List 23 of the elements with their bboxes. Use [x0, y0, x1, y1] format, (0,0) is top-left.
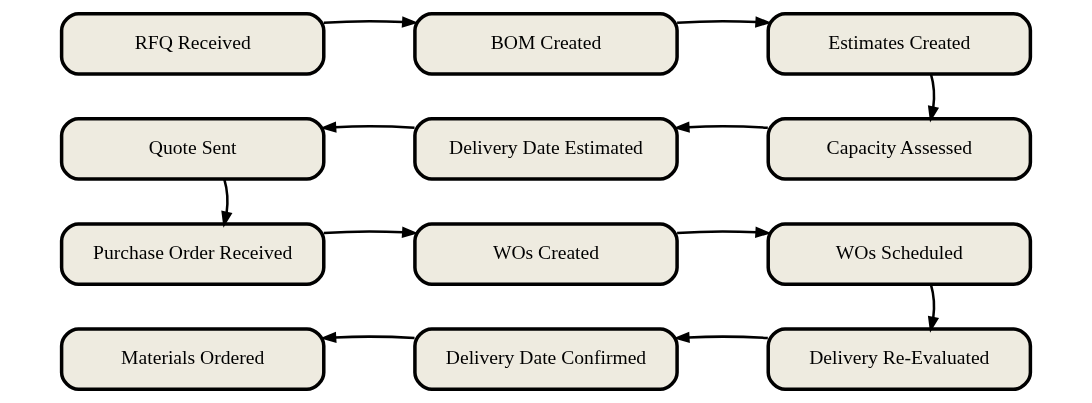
arrow: [677, 226, 772, 238]
node-box: Materials Ordered: [59, 327, 326, 392]
arrow: [320, 121, 415, 133]
node-box: Delivery Date Confirmed: [413, 327, 679, 392]
arrow: [323, 16, 419, 28]
node-box: RFQ Received: [59, 11, 326, 76]
arrow: [677, 16, 772, 28]
node-box: Quote Sent: [59, 117, 326, 181]
arrow: [927, 73, 940, 123]
node-box: Estimates Created: [766, 11, 1033, 76]
node-box: Purchase Order Received: [59, 222, 326, 286]
node-box: BOM Created: [413, 11, 679, 76]
arrow: [323, 226, 419, 238]
node-box: Delivery Re-Evaluated: [766, 327, 1033, 392]
node-box: Capacity Assessed: [766, 117, 1033, 181]
node-box: WOs Scheduled: [766, 222, 1033, 286]
arrow: [221, 179, 233, 228]
arrow: [320, 331, 415, 344]
arrow: [673, 331, 768, 344]
arrow: [673, 121, 768, 133]
node-box: Delivery Date Estimated: [413, 117, 679, 181]
arrow: [927, 284, 940, 333]
node-box: WOs Created: [413, 222, 679, 286]
